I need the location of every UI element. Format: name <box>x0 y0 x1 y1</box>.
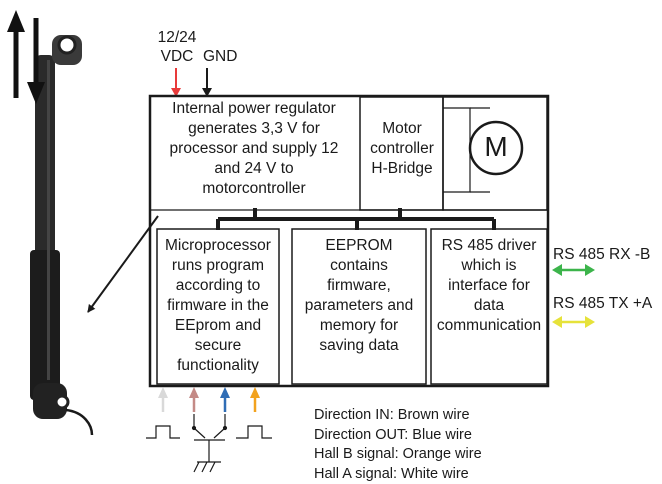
motor-block <box>442 96 548 211</box>
rs485-rx-arrow <box>552 264 595 276</box>
legend-hall-a: Hall A signal: White wire <box>314 465 469 482</box>
eeprom-block <box>291 228 427 385</box>
rs485-text: RS 485 driver which is interface for dat… <box>436 237 542 334</box>
linear-actuator-image <box>30 35 94 436</box>
input-switch-schematic <box>146 414 272 473</box>
legend-direction-in: Direction IN: Brown wire <box>314 407 470 423</box>
wire-legend: Direction IN: Brown wire Direction OUT: … <box>314 406 482 484</box>
rs485-tx-arrow <box>552 316 595 328</box>
motor-controller-text: Motor controller H-Bridge <box>370 120 434 177</box>
legend-direction-out: Direction OUT: Blue wire <box>314 426 472 443</box>
eeprom-text: EEPROM contains firmware, parameters and… <box>304 237 414 354</box>
rs485-rx-label: RS 485 RX -B <box>553 246 651 263</box>
microprocessor-text: Microprocessor runs program according to… <box>165 237 271 374</box>
microprocessor-block <box>156 228 280 385</box>
actuator-pointer-line <box>87 215 159 313</box>
controller-board-outline <box>148 94 550 388</box>
supply-voltage-label-1: 12/24 <box>157 29 197 46</box>
rs485-tx-label: RS 485 TX +A <box>553 295 653 312</box>
internal-bus <box>216 208 496 230</box>
motor-symbol-icon <box>468 120 524 176</box>
wire-input-arrows <box>158 387 260 412</box>
rs485-block <box>430 228 548 385</box>
motion-direction-arrows <box>7 10 45 104</box>
motor-symbol-label: M <box>484 131 508 162</box>
ground-label: GND <box>203 48 238 65</box>
supply-voltage-label-2: VDC <box>160 48 194 65</box>
legend-hall-b: Hall B signal: Orange wire <box>314 446 482 462</box>
power-regulator-text: Internal power regulator generates 3,3 V… <box>169 100 339 197</box>
